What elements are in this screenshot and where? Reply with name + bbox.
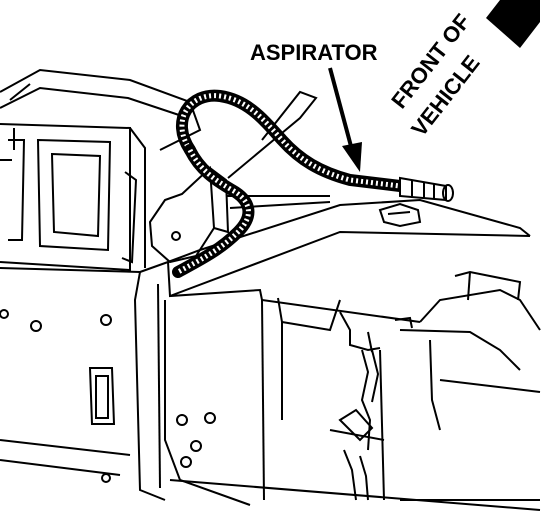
front-direction-arrow bbox=[486, 0, 540, 48]
firewall-box bbox=[133, 198, 541, 511]
dash-panel bbox=[0, 68, 202, 476]
lower-cable-clip bbox=[329, 349, 385, 501]
access-slot bbox=[88, 367, 116, 425]
aspirator-hose bbox=[172, 89, 406, 278]
aspirator-label: ASPIRATOR bbox=[250, 40, 378, 65]
hose-end-fitting bbox=[399, 176, 454, 202]
mounting-holes bbox=[0, 309, 216, 483]
aspirator-pointer-arrow bbox=[328, 67, 362, 172]
